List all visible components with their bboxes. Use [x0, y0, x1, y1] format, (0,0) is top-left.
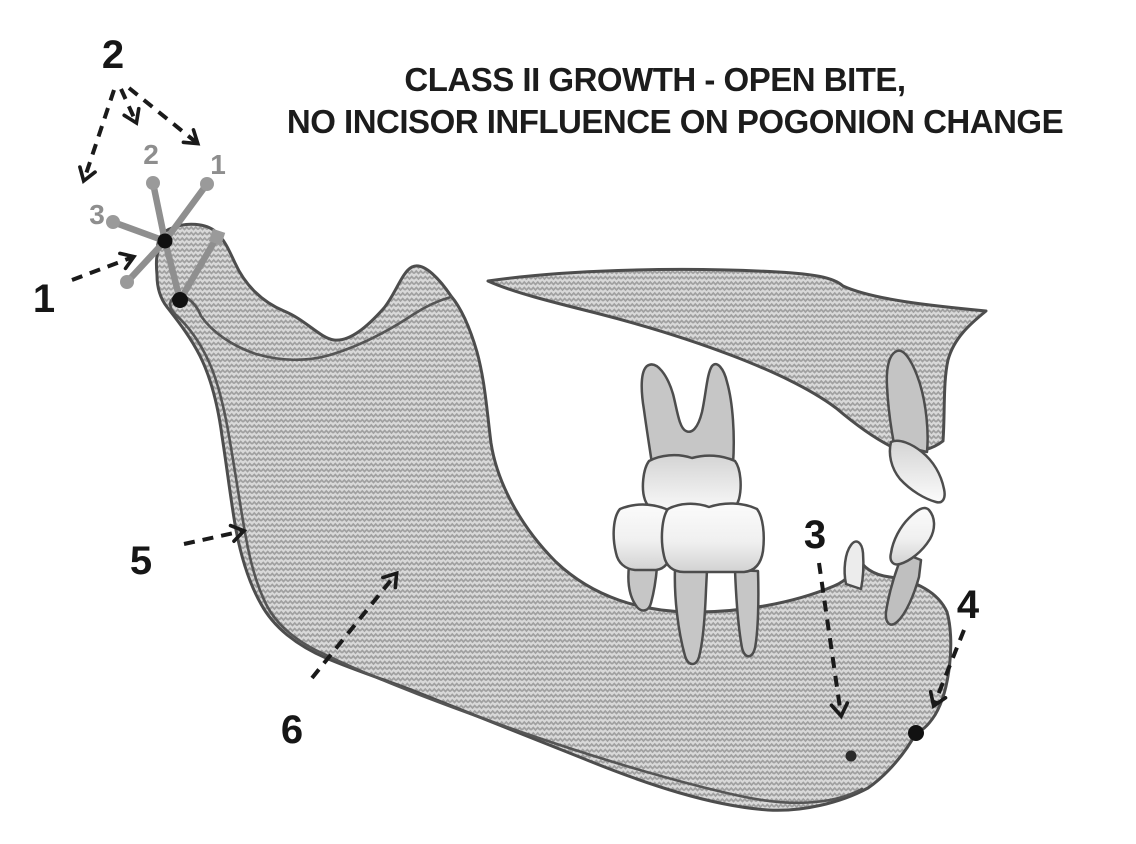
callout-1-arrow: [71, 251, 137, 282]
growth-vector-line-posterior: [176, 233, 221, 304]
callout-2-label: 2: [102, 33, 124, 77]
lower-premolar-root: [627, 564, 659, 612]
growth-vector-line-1: [161, 180, 211, 245]
growth-vector-square-marker: [208, 228, 226, 246]
figure-title-line-1: CLASS II GROWTH - OPEN BITE,: [404, 61, 905, 98]
growth-vector-dot-lower: [120, 275, 134, 289]
lower-premolar-crown: [612, 503, 674, 572]
upper-molar-roots: [640, 362, 735, 466]
lower-molar-crown: [660, 502, 765, 574]
chin-landmark-dot: [845, 750, 857, 762]
lower-molar-root-distal: [733, 568, 760, 658]
growth-vector-dot-3: [106, 215, 120, 229]
maxilla: [486, 267, 988, 454]
callout-3-label: 3: [804, 513, 826, 557]
upper-incisor-root: [885, 349, 929, 454]
growth-vector-line-2: [149, 179, 169, 245]
callout-2-arrow-right: [127, 86, 201, 146]
condylion-displacement-line: [161, 237, 184, 304]
vector-label-3: 3: [89, 199, 105, 230]
callout-6-label: 6: [281, 708, 303, 752]
callout-4-arrow: [928, 629, 966, 709]
callout-3-arrow: [817, 562, 850, 720]
vector-label-2: 2: [143, 139, 159, 170]
callout-5-arrow: [183, 523, 248, 546]
mandible-outline-new: [154, 222, 953, 812]
figure-title-line-2: NO INCISOR INFLUENCE ON POGONION CHANGE: [287, 103, 1063, 140]
condylion-dot-new: [157, 233, 173, 249]
callout-1-label: 1: [33, 277, 55, 321]
condyle-growth-vectors: [106, 176, 226, 304]
lower-incisor-root: [884, 551, 923, 626]
growth-vector-line-lower: [123, 237, 169, 286]
callout-4-label: 4: [957, 583, 980, 627]
upper-incisor-crown: [888, 439, 946, 504]
callout-2-arrow-left: [78, 89, 116, 185]
vector-label-1: 1: [210, 149, 226, 180]
growth-vector-dot-1: [200, 177, 214, 191]
growth-vector-dot-2: [146, 176, 160, 190]
lower-molar-root-mesial: [673, 567, 709, 666]
callout-6-arrow: [310, 570, 399, 680]
condylion-dot-old: [172, 292, 188, 308]
mandible-old-lower-border: [324, 653, 864, 805]
lower-incisor-crown: [889, 506, 936, 566]
pogonion-dot: [908, 725, 924, 741]
callout-5-label: 5: [130, 539, 152, 583]
growth-vector-line-3: [109, 218, 169, 245]
callout-2-arrow-middle: [119, 88, 141, 126]
alveolar-spur: [843, 540, 865, 591]
